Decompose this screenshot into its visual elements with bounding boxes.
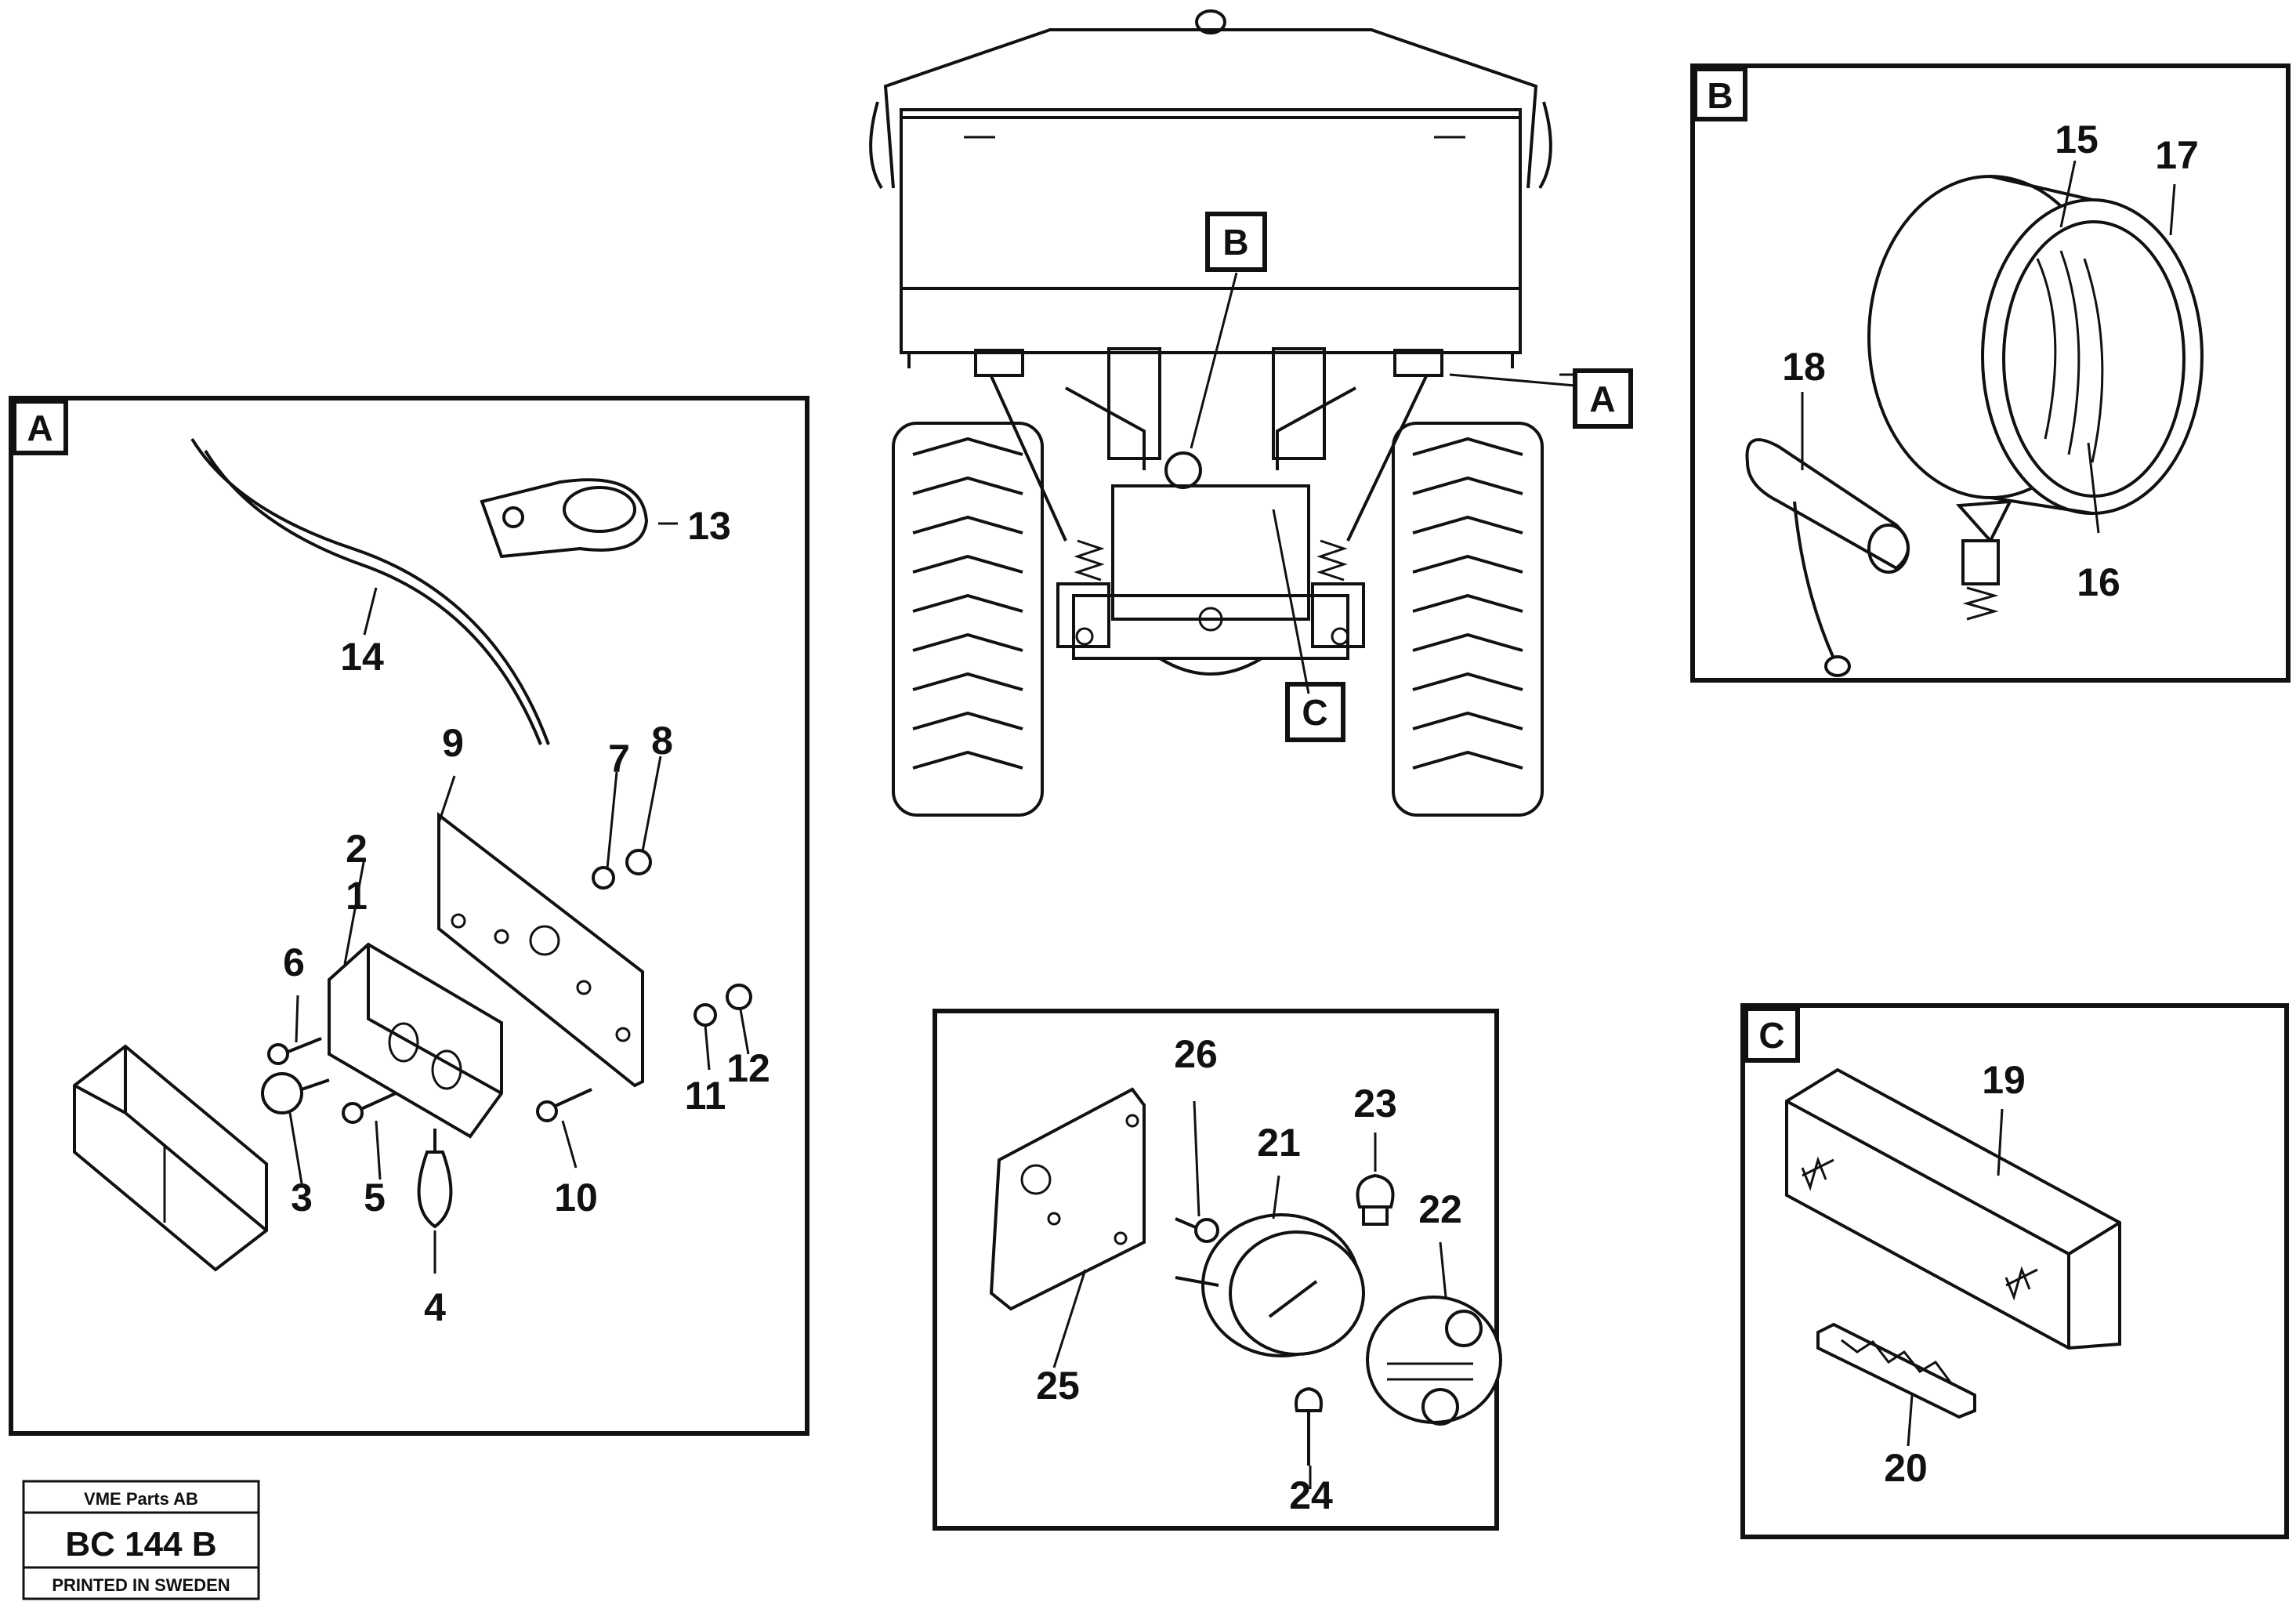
part-label-12: 12 bbox=[726, 1046, 770, 1090]
lens-22 bbox=[1366, 1296, 1502, 1426]
panel-a: A bbox=[9, 396, 809, 1436]
callout-c: C bbox=[1285, 682, 1345, 742]
mounting-plate-9 bbox=[437, 811, 644, 1088]
vehicle-rear-view bbox=[869, 9, 1576, 817]
part-label-26: 26 bbox=[1174, 1032, 1218, 1076]
part-label-20: 20 bbox=[1884, 1446, 1928, 1490]
panel-marker-lamp: 26 21 23 22 25 24 bbox=[933, 1009, 1502, 1531]
lamp-body-19 bbox=[1785, 1067, 2121, 1350]
panel-a-label: A bbox=[27, 408, 53, 448]
bulb-24 bbox=[1295, 1386, 1323, 1466]
washer-11 bbox=[694, 1003, 717, 1027]
part-label-4: 4 bbox=[424, 1285, 446, 1329]
bulb-23 bbox=[1356, 1173, 1395, 1226]
svg-text:A: A bbox=[1589, 379, 1615, 419]
panel-c-label: C bbox=[1758, 1015, 1784, 1056]
lamp-housing-1 bbox=[328, 942, 503, 1139]
stamp-code: BC 144 B bbox=[65, 1525, 216, 1564]
bracket-25 bbox=[989, 1087, 1146, 1311]
stamp-printed: PRINTED IN SWEDEN bbox=[52, 1575, 230, 1595]
part-label-5: 5 bbox=[364, 1176, 386, 1219]
panel-b: B 15 17 18 16 bbox=[1690, 63, 2291, 683]
bulb-3 bbox=[261, 1072, 330, 1114]
screw-10 bbox=[536, 1088, 592, 1122]
part-label-9: 9 bbox=[442, 721, 464, 765]
part-label-17: 17 bbox=[2155, 133, 2199, 177]
tube-bulb-20 bbox=[1816, 1322, 1976, 1419]
stamp-company: VME Parts AB bbox=[84, 1489, 198, 1509]
nut-8 bbox=[625, 849, 652, 875]
part-label-19: 19 bbox=[1982, 1058, 2026, 1102]
part-label-13: 13 bbox=[687, 504, 731, 548]
part-label-10: 10 bbox=[554, 1176, 598, 1219]
part-label-21: 21 bbox=[1257, 1121, 1301, 1165]
part-label-1: 1 bbox=[346, 874, 368, 918]
right-wheel bbox=[1392, 422, 1544, 817]
nut-12 bbox=[726, 984, 752, 1010]
lamp-lens bbox=[73, 1044, 268, 1272]
callout-a: A bbox=[1573, 368, 1633, 429]
part-label-16: 16 bbox=[2077, 560, 2120, 604]
washer-7 bbox=[592, 866, 615, 890]
screw-6 bbox=[267, 1037, 322, 1065]
work-lamp-housing bbox=[1867, 175, 2204, 515]
part-label-7: 7 bbox=[608, 737, 630, 781]
lamp-mount-bracket bbox=[1955, 499, 2013, 621]
part-label-22: 22 bbox=[1418, 1187, 1462, 1231]
part-label-25: 25 bbox=[1036, 1364, 1080, 1408]
part-label-2: 2 bbox=[346, 827, 368, 871]
bulb-4 bbox=[417, 1129, 453, 1229]
panel-b-label: B bbox=[1707, 75, 1733, 116]
svg-text:C: C bbox=[1302, 692, 1327, 733]
screw-26 bbox=[1175, 1217, 1219, 1243]
part-label-24: 24 bbox=[1289, 1473, 1333, 1517]
part-label-15: 15 bbox=[2055, 118, 2099, 161]
left-wheel bbox=[892, 422, 1044, 817]
lamp-bulb-holder-18 bbox=[1745, 438, 1910, 677]
part-label-23: 23 bbox=[1353, 1082, 1397, 1125]
screw-5 bbox=[342, 1092, 397, 1124]
part-label-3: 3 bbox=[291, 1176, 313, 1219]
panel-c: C 19 20 bbox=[1740, 1003, 2289, 1539]
part-label-8: 8 bbox=[651, 719, 673, 763]
svg-text:B: B bbox=[1222, 222, 1248, 263]
catalog-stamp: VME Parts AB BC 144 B PRINTED IN SWEDEN bbox=[22, 1480, 260, 1600]
callout-b: B bbox=[1205, 212, 1267, 272]
marker-lamp-body-21 bbox=[1175, 1213, 1365, 1357]
part-label-14: 14 bbox=[340, 635, 384, 679]
part-label-11: 11 bbox=[685, 1074, 726, 1118]
part-label-18: 18 bbox=[1782, 345, 1826, 389]
clamp-13 bbox=[480, 478, 649, 559]
part-label-6: 6 bbox=[283, 940, 305, 984]
